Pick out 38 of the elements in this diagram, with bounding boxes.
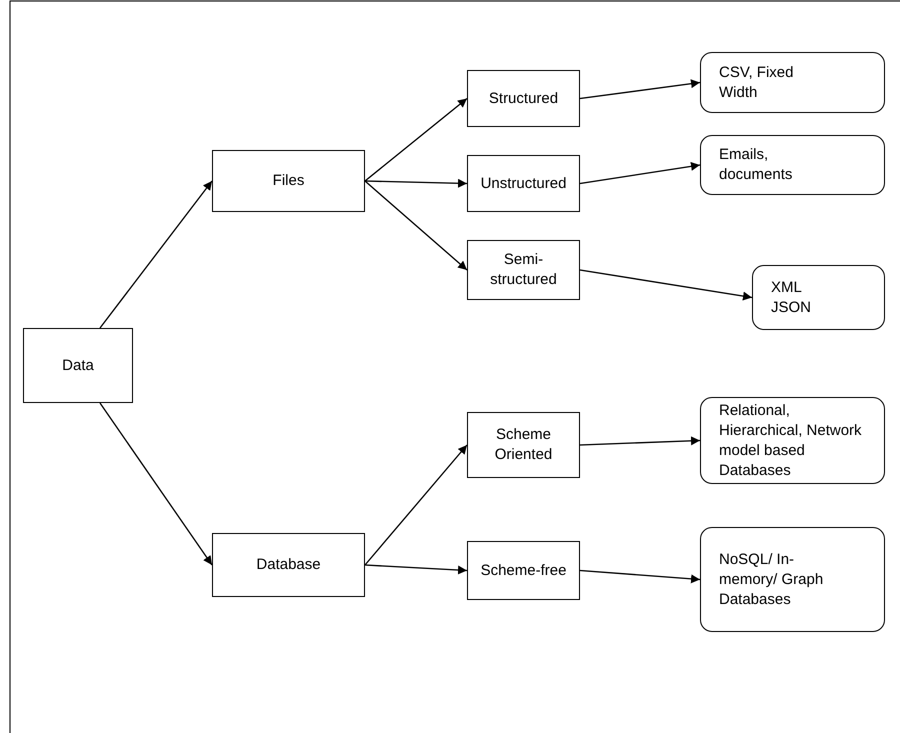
node-label: NoSQL/ In-memory/ Graph Databases [719,550,824,610]
node-label: Data [62,356,94,376]
node-label: CSV, Fixed Width [719,62,794,102]
process-box [467,541,580,600]
arrow [580,162,700,184]
process-box [467,70,580,127]
node-label: Scheme-free [480,560,566,580]
arrow [99,402,213,566]
arrow [364,564,468,574]
node-label: Semi-structured [489,250,558,290]
rounded-box [700,397,885,484]
node-label: Scheme Oriented [494,425,554,465]
rounded-box [700,52,885,113]
arrow [580,79,700,100]
arrow [364,178,468,188]
arrow [580,436,700,446]
process-box [23,328,133,403]
arrow [364,98,468,182]
rounded-box [700,527,885,632]
arrow [580,269,752,301]
node-label: Emails, documents [719,145,794,185]
arrow [364,180,468,270]
node-label: Structured [488,88,558,108]
process-box [467,155,580,212]
node-label: Relational, Hierarchical, Network model based Databases [719,400,863,480]
arrow [580,570,700,584]
rounded-box [700,135,885,195]
process-box [212,150,365,212]
node-label: Files [272,171,304,191]
process-box [212,533,365,597]
node-label: XML JSON [771,278,811,318]
process-box [467,240,580,300]
node-label: Unstructured [480,174,566,194]
arrow [99,180,213,328]
node-label: Database [256,555,321,575]
rounded-box [752,265,885,330]
process-box [467,412,580,478]
arrow [364,444,468,566]
